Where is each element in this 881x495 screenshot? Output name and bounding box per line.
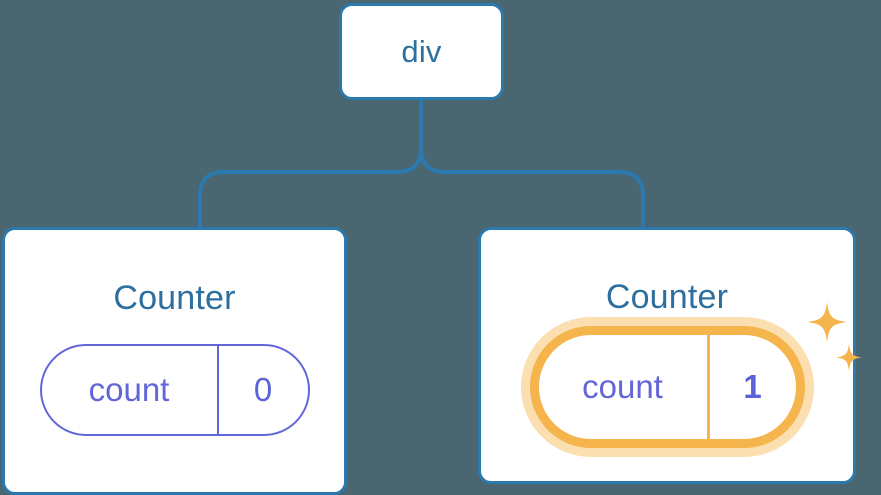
connector-branch-left bbox=[198, 147, 423, 229]
connector-branch-right bbox=[419, 147, 645, 229]
counter-right-title: Counter bbox=[605, 278, 729, 316]
counter-left-state-key: count bbox=[88, 371, 170, 408]
counter-right-state-pill-wrap: count 1 bbox=[529, 302, 862, 448]
tree-node-counter-right[interactable]: Counter count 1 bbox=[478, 227, 862, 484]
counter-right-state-pill[interactable]: count 1 bbox=[529, 326, 805, 448]
tree-node-div-label: div bbox=[401, 34, 442, 69]
sparkle-large-icon bbox=[806, 302, 847, 342]
counter-left-state-value: 0 bbox=[253, 371, 273, 408]
tree-node-div[interactable]: div bbox=[339, 3, 504, 100]
counter-left-state-pill[interactable]: count 0 bbox=[39, 344, 310, 436]
counter-right-state-value: 1 bbox=[743, 368, 762, 405]
counter-left-title: Counter bbox=[113, 279, 236, 317]
counter-left-pill-divider bbox=[216, 346, 219, 434]
counter-left-state-pill-wrap: count 0 bbox=[39, 344, 310, 436]
counter-right-pill-divider bbox=[706, 335, 710, 439]
counter-right-state-key: count bbox=[582, 368, 663, 405]
tree-node-counter-left[interactable]: Counter count 0 bbox=[2, 227, 347, 495]
